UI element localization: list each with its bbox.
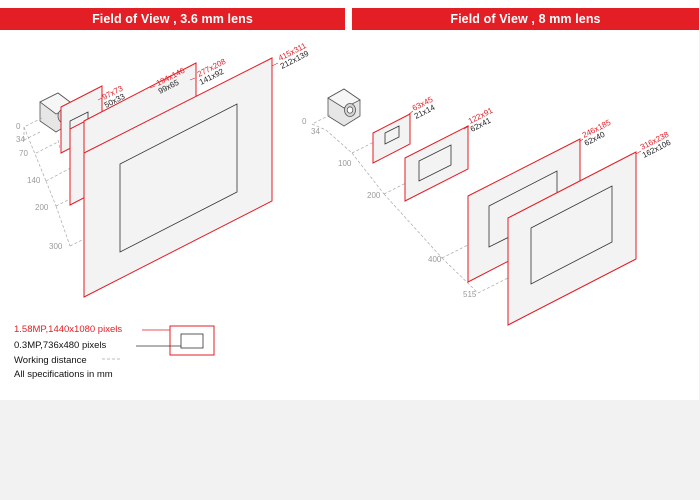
distance-label: 34	[16, 135, 25, 144]
fov-frame-4-right	[507, 151, 637, 326]
fov-frame-2-right	[404, 125, 469, 202]
distance-label: 200	[367, 191, 381, 200]
label-leaders-right	[408, 110, 642, 155]
right-panel	[311, 88, 642, 326]
legend-units-note: All specifications in mm	[14, 369, 113, 380]
legend-small-sensor-label: 0.3MP,736x480 pixels	[14, 340, 107, 351]
distance-label: 140	[27, 176, 41, 185]
working-distance-guides-right	[311, 114, 509, 294]
legend-large-sensor-label: 1.58MP,1440x1080 pixels	[14, 324, 123, 335]
distance-label: 400	[428, 255, 442, 264]
legend-graphics	[102, 325, 215, 360]
distance-label: 200	[35, 203, 49, 212]
distance-label: 34	[311, 127, 320, 136]
legend-small-sensor-swatch	[180, 333, 204, 349]
working-distance-guides-left	[23, 117, 87, 247]
distance-label: 100	[338, 159, 352, 168]
label-leaders-left	[97, 62, 279, 101]
fov-frame-4-left	[83, 57, 273, 298]
distance-label: 300	[49, 242, 63, 251]
camera-icon-right	[327, 88, 361, 127]
distance-label: 515	[463, 290, 477, 299]
fov-frame-1-right	[372, 113, 411, 164]
left-panel	[23, 57, 279, 298]
header-left: Field of View , 3.6 mm lens	[0, 8, 345, 30]
distance-label: 70	[19, 149, 28, 158]
distance-label: 0	[16, 122, 21, 131]
legend-working-distance-label: Working distance	[14, 355, 87, 366]
distance-labels: 0 34 70 140 200 300 0 34 100 200 400 515	[16, 117, 477, 299]
distance-label: 0	[302, 117, 307, 126]
header-right: Field of View , 8 mm lens	[352, 8, 699, 30]
